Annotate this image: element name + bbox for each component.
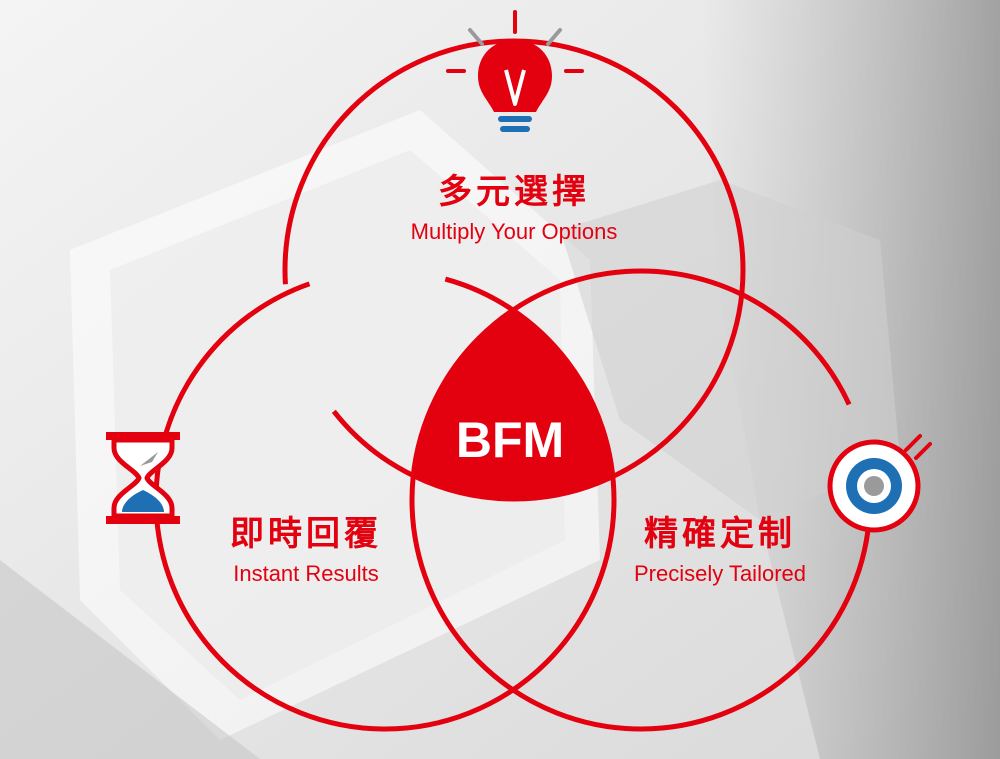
right-circle-title-zh: 精確定制 <box>644 514 796 554</box>
target-icon <box>827 434 932 533</box>
left-circle <box>153 268 617 732</box>
right-circle <box>409 268 873 732</box>
top-circle-label: 多元選擇 Multiply Your Options <box>364 172 664 246</box>
center-label: BFM <box>455 412 565 468</box>
right-circle-title-en: Precisely Tailored <box>633 561 806 586</box>
hourglass-icon <box>106 432 180 524</box>
top-circle-title-en: Multiply Your Options <box>410 219 618 244</box>
lightbulb-icon <box>446 10 584 132</box>
left-circle-title-en: Instant Results <box>233 561 379 586</box>
top-circle-title-zh: 多元選擇 <box>438 172 590 212</box>
left-circle-title-zh: 即時回覆 <box>230 514 382 554</box>
left-circle-label: 即時回覆 Instant Results <box>196 514 416 588</box>
right-circle-label: 精確定制 Precisely Tailored <box>600 514 840 588</box>
intersection-region <box>412 271 614 499</box>
